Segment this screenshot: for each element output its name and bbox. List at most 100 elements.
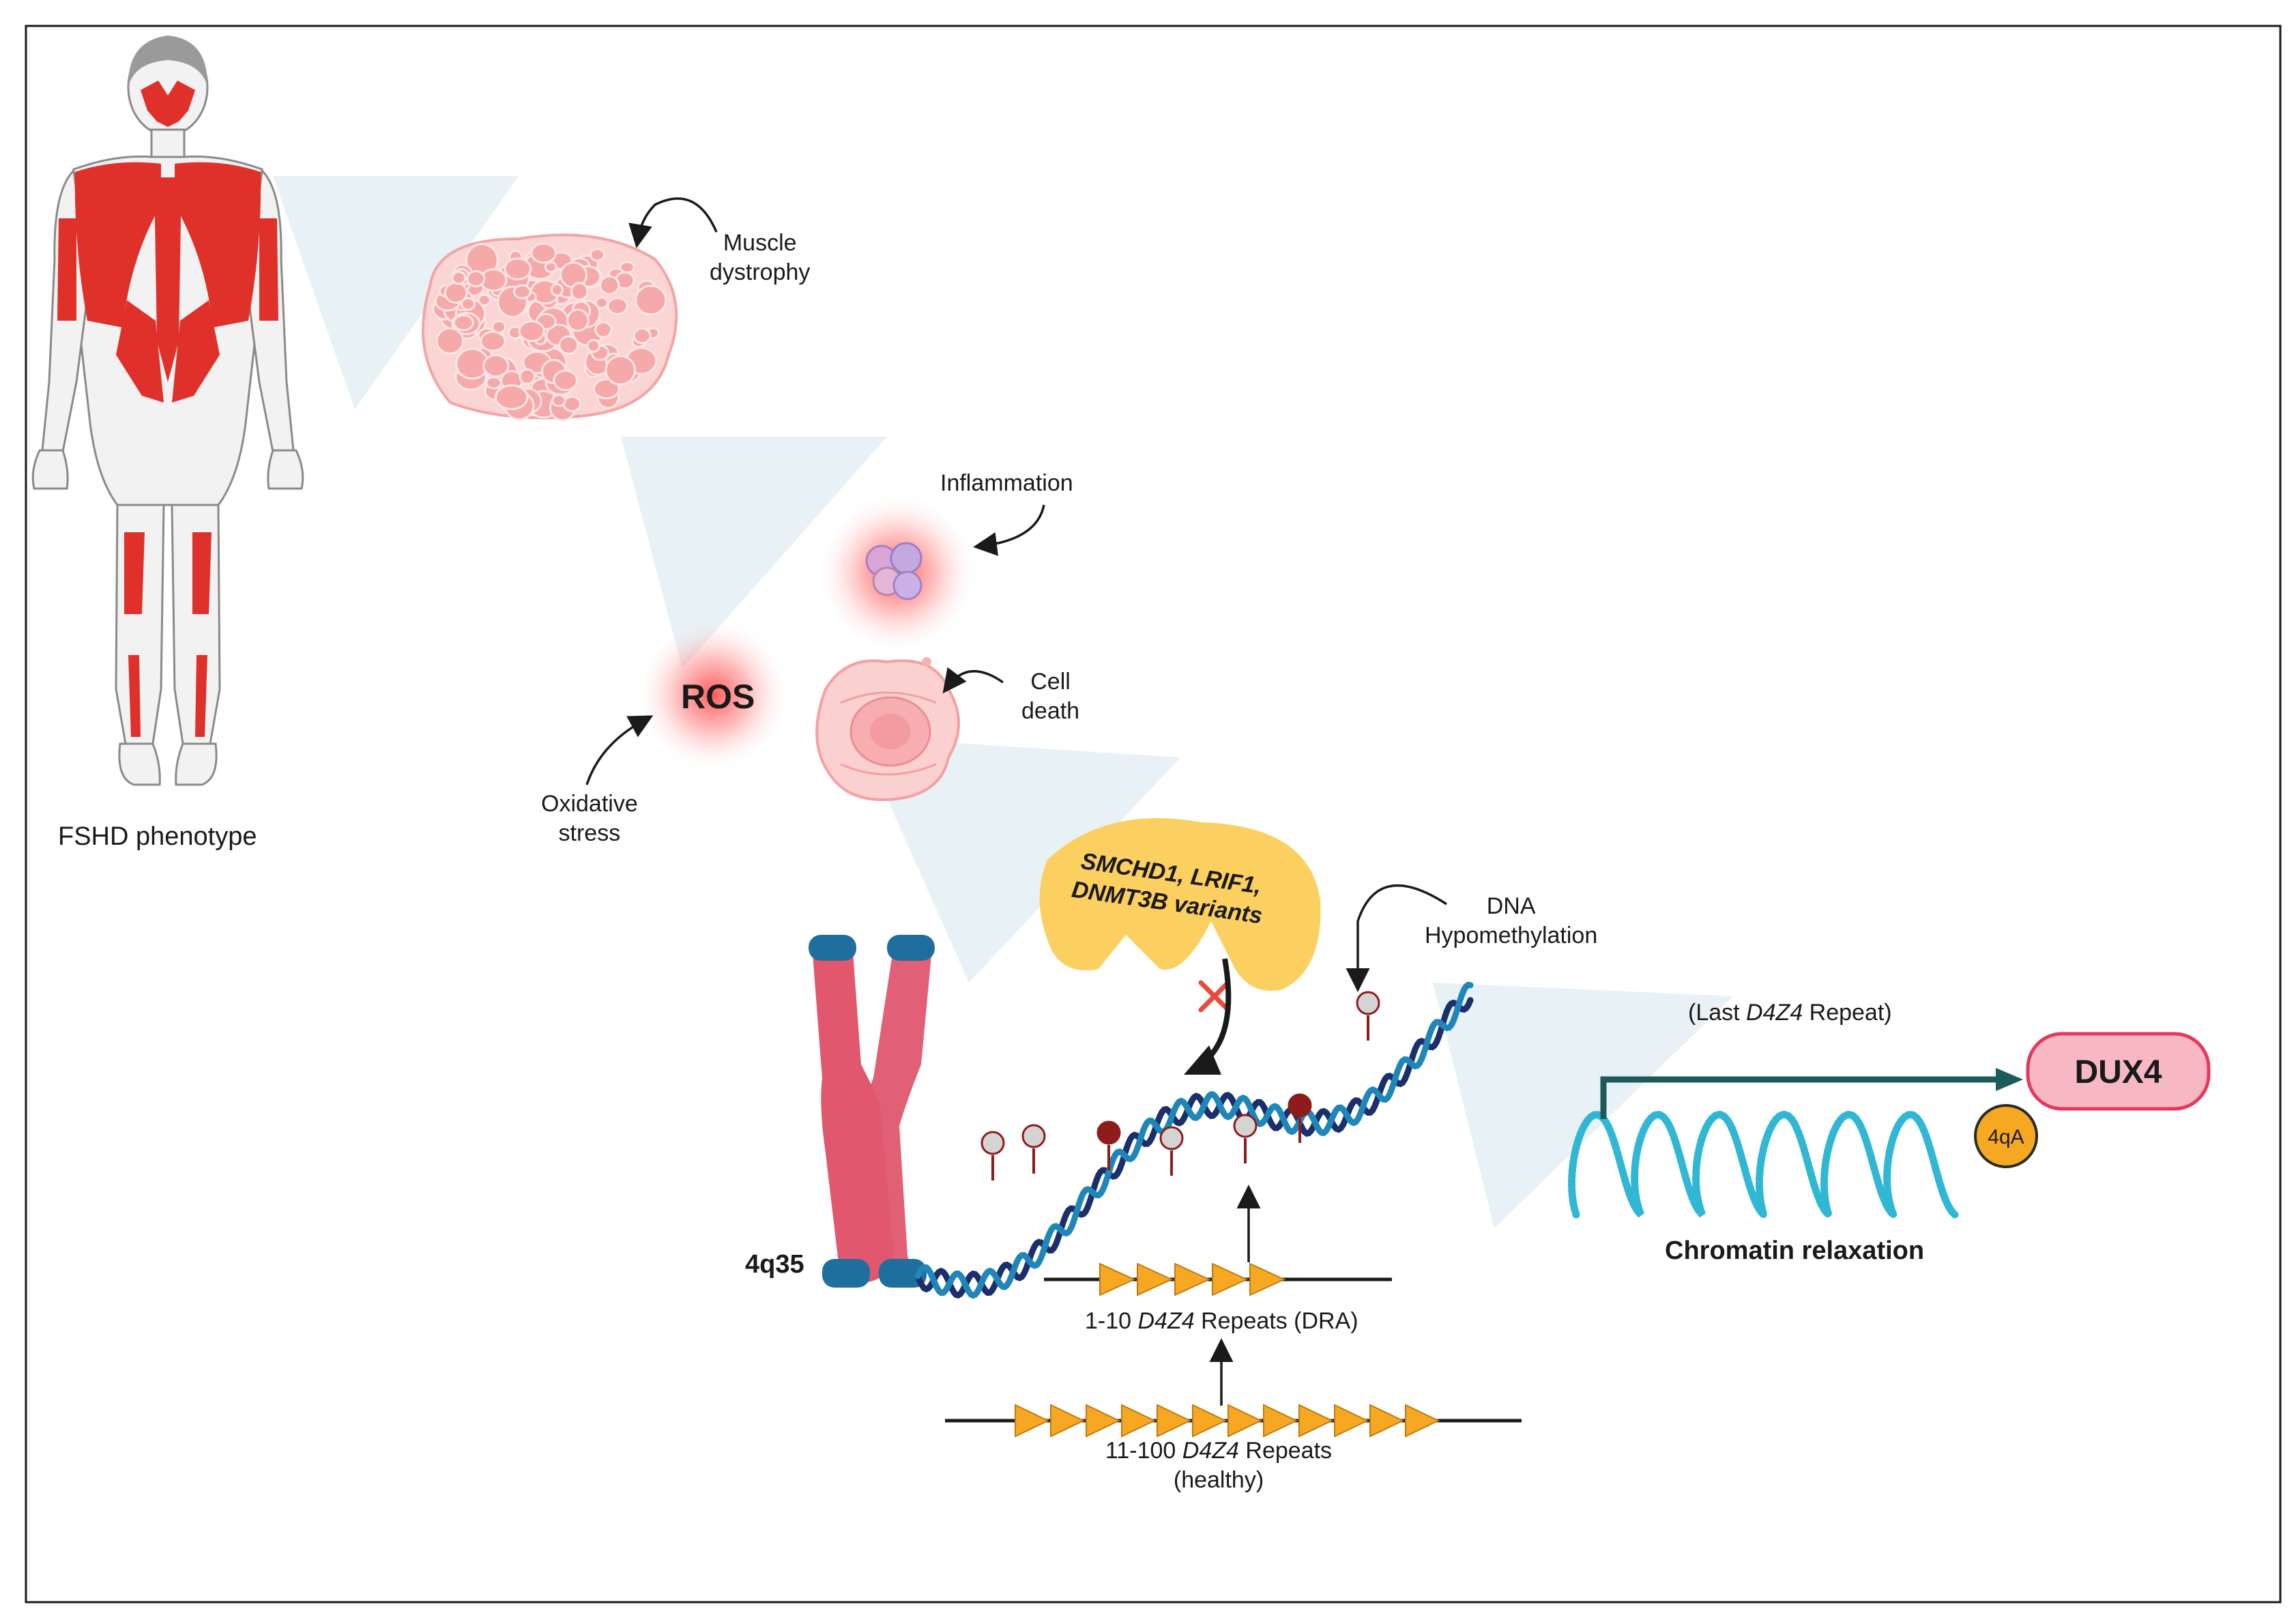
muscle-fiber: [619, 261, 635, 274]
chromatin-relaxation-label: Chromatin relaxation: [1665, 1236, 1925, 1265]
d4z4-repeat-triangle: [1192, 1404, 1227, 1438]
muscle-fiber: [518, 320, 545, 343]
d4z4-repeat-triangle: [1174, 1262, 1211, 1296]
dna-helix: [914, 981, 1474, 1299]
muscle-fiber: [482, 353, 510, 378]
relaxed-chromatin: [1568, 1068, 2023, 1226]
muscle-fiber: [551, 394, 566, 407]
d4z4-repeat-triangle: [1050, 1404, 1086, 1438]
human-body-figure: [31, 35, 304, 786]
muscle-fiber: [586, 338, 600, 353]
muscle-fiber: [491, 320, 507, 334]
abdomen-left-muscle: [116, 300, 164, 403]
d4z4-repeat-triangle: [1121, 1404, 1157, 1438]
muscle-fiber: [566, 308, 590, 332]
d4z4-repeat-triangle: [1227, 1404, 1263, 1438]
unmethylated-cpg: [980, 1131, 1005, 1155]
muscle-fiber: [494, 384, 529, 411]
ros-illustration: [635, 616, 791, 773]
shin-left-muscle: [128, 655, 141, 737]
muscle-fiber: [544, 261, 557, 274]
unmethylated-cpg: [1021, 1124, 1046, 1148]
muscle-fiber: [480, 330, 506, 352]
unmethylated-cpg: [1233, 1114, 1258, 1138]
muscle-fiber: [530, 242, 557, 264]
d4z4-repeat-triangle: [1369, 1404, 1405, 1438]
upperarm-right-muscle: [259, 218, 278, 321]
face-muscle: [141, 81, 195, 127]
d4z4-repeat-triangle: [1015, 1404, 1050, 1438]
muscle-fiber: [553, 369, 579, 392]
unmethylated-cpg: [1159, 1126, 1184, 1150]
chromosome-4: [809, 935, 935, 1288]
inflammation-label: Inflammation: [940, 470, 1073, 496]
upperarm-left-muscle: [57, 218, 76, 321]
inflammation-illustration: [815, 491, 979, 655]
d4z4-repeat-triangle: [1099, 1262, 1136, 1296]
muscle-fiber: [589, 248, 606, 262]
d4z4-repeat-triangle: [1263, 1404, 1298, 1438]
red-x-icon: [1198, 980, 1231, 1013]
d4z4-repeat-triangle: [1249, 1262, 1286, 1296]
methylation-marks: [980, 991, 1380, 1180]
d4z4-repeat-triangle: [1405, 1404, 1440, 1438]
dying-cell-illustration: [815, 657, 960, 801]
variants-bubble: [1039, 818, 1321, 1075]
muscle-fiber: [594, 296, 609, 309]
healthy-repeats-label: 11-100 D4Z4 Repeats (healthy): [1105, 1438, 1333, 1493]
healthy-repeat-row: [945, 1404, 1522, 1438]
pointer-arrows: [585, 197, 1447, 1406]
shoulder-left-muscle: [74, 162, 161, 328]
muscle-fiber: [519, 368, 536, 385]
flow-arrows: [273, 176, 1733, 1228]
abdomen-right-muscle: [172, 300, 220, 403]
d4z4-repeat-triangle: [1157, 1404, 1192, 1438]
muscle-fiber: [605, 355, 637, 386]
muscle-fiber: [504, 257, 532, 280]
dux4-gene-box: [2026, 1032, 2211, 1111]
dra-repeats-label: 1-10 D4Z4 Repeats (DRA): [1085, 1308, 1358, 1334]
shoulder-right-muscle: [175, 162, 261, 328]
muscle-fiber: [570, 282, 589, 301]
thigh-left-muscle: [124, 532, 145, 614]
methylated-cpg: [1288, 1093, 1312, 1118]
thigh-right-muscle: [192, 532, 212, 614]
cell-death-label: Cell death: [1021, 669, 1080, 724]
muscle-fiber: [607, 297, 628, 315]
muscle-fiber: [451, 270, 467, 285]
muscle-fiber: [633, 327, 652, 345]
last-d4z4-repeat-label: (Last D4Z4 Repeat): [1688, 1000, 1892, 1026]
muscle-tissue-illustration: [422, 233, 678, 422]
ros-label: ROS: [681, 678, 755, 716]
d4z4-repeat-triangle: [1212, 1262, 1249, 1296]
muscle-fiber: [466, 270, 486, 288]
dna-hypomethylation-label: DNA Hypomethylation: [1425, 893, 1598, 948]
4qa-label: 4qA: [1988, 1126, 2024, 1148]
muscle-fiber: [460, 297, 476, 311]
hair: [128, 35, 208, 87]
d4z4-repeat-triangle: [1298, 1404, 1334, 1438]
inhibition-arrow: [1199, 958, 1232, 1067]
d4z4-repeat-triangle: [1086, 1404, 1121, 1438]
unmethylated-cpg: [1356, 991, 1380, 1015]
d4z4-repeat-triangle: [1334, 1404, 1369, 1438]
muscle-fiber: [512, 284, 532, 300]
muscle-fiber: [635, 285, 667, 316]
muscle-dystrophy-label: Muscle dystrophy: [710, 230, 811, 285]
muscle-fiber: [485, 376, 502, 390]
dux4-label: DUX4: [2074, 1054, 2162, 1090]
muscle-fiber: [599, 275, 620, 295]
oxidative-stress-label: Oxidative stress: [541, 791, 638, 846]
muscle-fiber: [452, 314, 474, 332]
methylated-cpg: [1096, 1120, 1121, 1145]
d4z4-repeat-triangle: [1137, 1262, 1174, 1296]
4qa-badge: [1974, 1104, 2038, 1168]
muscle-fiber: [594, 321, 613, 338]
locus-4q35-label: 4q35: [745, 1250, 804, 1279]
muscle-fiber: [558, 335, 579, 355]
transcription-arrow: [1600, 1076, 1999, 1119]
chest-center-muscle: [154, 177, 181, 382]
muscle-fiber: [435, 327, 465, 355]
muscle-fiber: [550, 282, 564, 297]
